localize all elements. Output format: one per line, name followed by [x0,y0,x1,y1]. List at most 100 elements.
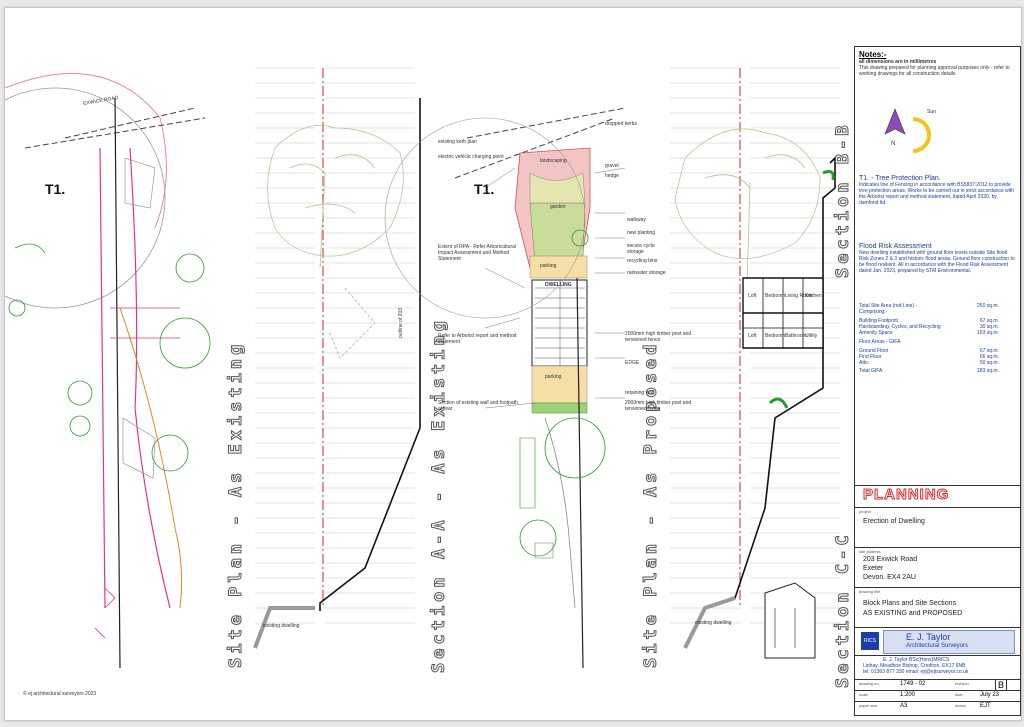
firm-contact-cell: E. J. Taylor BSc(Hons)MRICS Linhay, Mead… [855,655,1020,678]
room-bathroom: Bathroom [785,333,807,339]
firm-logo-cell: RICS E. J. Taylor Architectural Surveyor… [855,627,1020,656]
room-utility: Utility [805,333,818,339]
tree-protection-panel: T1. - Tree Protection Plan. Indicates li… [859,175,1016,206]
flood-risk-heading: Flood Risk Assessment [859,243,932,250]
annotation-edge: EDGE [625,360,640,366]
firm-name: E. J. Taylor [906,632,951,642]
area-row: Floor Areas - GIFA [859,339,901,345]
drawn-label: drawn [955,703,966,708]
annotation-parking-rear: parking [545,374,562,380]
title-site-plan-existing: Site Plan - As Existing [226,340,247,668]
site-address-line-3: Devon. EX4 2AU [863,574,916,581]
scale-value: 1:200 [900,692,916,698]
status-stamp: PLANNING [862,486,950,504]
compass-icon: N Sun [884,108,936,153]
compass-sun: Sun [927,109,936,115]
copyright-text: © ej architectural surveyors 2023 [23,691,97,697]
notes-subheading: all dimensions are in millimetres [859,59,937,65]
scale-date-row: scale 1:200 date July 23 [855,690,1020,702]
annotation-recycling: recycling bins [627,258,658,264]
annotation-existing-dwelling-aa: existing dwelling [263,623,300,629]
annotation-parking-front: parking [540,263,557,269]
firm-banner: E. J. Taylor Architectural Surveyors [883,630,1015,654]
flood-risk-panel: Flood Risk Assessment New dwelling estab… [859,243,1016,274]
annotation-retaining-wall: retaining wall [625,390,655,396]
annotation-hedge: hedge [605,173,619,179]
annotation-dwelling: DWELLING [545,282,572,288]
tree-protection-text: Indicates line of Fencing in accordance … [859,182,1014,206]
project-value: Erection of Dwelling [863,518,925,525]
revision-label: revision [955,681,969,686]
firm-subtitle: Architectural Surveyors [906,643,969,649]
annotation-dropped-kerbs: dropped kerbs [605,121,637,127]
site-plan-proposed [384,107,626,669]
annotation-outline: outline of 203 [398,307,404,338]
annotation-kerb: existing kerb plan [438,139,477,145]
project-label: project [859,509,872,514]
title-section-aa: Section A-A - As Existing [429,317,450,674]
notes-text: This drawing prepared for planning appro… [859,65,1010,77]
notes-panel: Notes:- all dimensions are in millimetre… [859,50,1016,77]
annotation-garden: garden [550,204,566,210]
annotation-walkway: walkway [627,217,646,223]
annotation-rpa: Extent of RPA - Refer Arboricultural Imp… [438,244,516,262]
room-bedroom-2: Bedroom [765,333,786,339]
site-plan-existing [5,72,211,669]
areas-panel: Total Site Area (red Line) -250 sq.m. Co… [859,303,999,374]
annotation-new-planting: new planting [627,230,656,236]
firm-contact-1: E. J. Taylor BSc(Hons)MRICS [883,657,950,663]
date-label: date [955,692,963,697]
status-stamp-cell: PLANNING [855,485,1020,508]
paper-label: paper size [859,703,878,708]
tree-label-existing: T1. [45,181,66,197]
site-address-cell: site address 203 Exwick Road Exeter Devo… [855,547,1020,588]
tree-protection-heading: T1. - Tree Protection Plan. [859,175,941,182]
room-bedroom-1: Bedroom [765,293,786,299]
drawing-no-label: drawing no. [859,681,880,686]
notes-heading: Notes:- [859,50,887,59]
firm-contact-3: tel: 01363 877 330 email: ejt@ejtsurveyo… [863,669,969,675]
scale-label: scale [859,692,869,697]
drawing-title-cell: drawing title Block Plans and Site Secti… [855,587,1020,628]
firm-contact-2: Linhay, Meadhoe Bishop, Crediton, EX17 6… [863,663,966,669]
section-hatching [255,67,840,624]
drawn-value: EJT [980,703,991,709]
drawing-title-line-1: Block Plans and Site Sections [863,600,956,607]
title-section-bb: Section B-B [833,121,854,279]
annotation-fence-2: 2000mm high timber post and tensioned fe… [625,400,692,412]
site-address-line-1: 203 Exwick Road [863,556,918,563]
section-cc [674,68,836,659]
tree-label-proposed: T1. [474,181,495,197]
annotation-gravel: gravel [605,163,619,169]
flood-risk-text: New dwelling established with ground flo… [859,250,1015,274]
drawing-sheet: Site Plan - As Existing Section A-A - As… [4,7,1022,721]
title-section-cc: Section C-C [833,531,854,689]
drawing-canvas [5,67,840,669]
paper-value: A3 [900,703,908,709]
drawing-title-line-2: AS EXISTING and PROPOSED [863,610,963,617]
area-row: Total Site Area (red Line) -250 sq.m. [859,303,999,309]
drawing-no-value: 1749 - 02 [900,681,926,687]
project-cell: project Erection of Dwelling [855,507,1020,548]
annotation-existing-dwelling-cc: existing dwelling [695,620,732,626]
annotation-rear-wall: Section of existing wall and footpath at… [438,400,518,412]
annotation-cycle-storage: secure cycle storage [627,243,655,255]
room-loft-1: Loft [748,293,757,299]
date-value: July 23 [980,692,1000,698]
rics-logo: RICS [861,632,879,650]
annotation-ev-charging: electric vehicle charging point [438,154,504,160]
section-aa [253,68,421,649]
drawing-title-label: drawing title [859,589,881,594]
annotation-fence-1: 2000mm high timber post and tensioned fe… [625,331,692,343]
room-living: Living Room [785,293,813,299]
site-address-label: site address [859,549,881,554]
annotation-landscaping: landscaping [540,158,567,164]
compass-north: N [891,141,895,147]
annotation-rainwater: rainwater storage [627,270,666,276]
